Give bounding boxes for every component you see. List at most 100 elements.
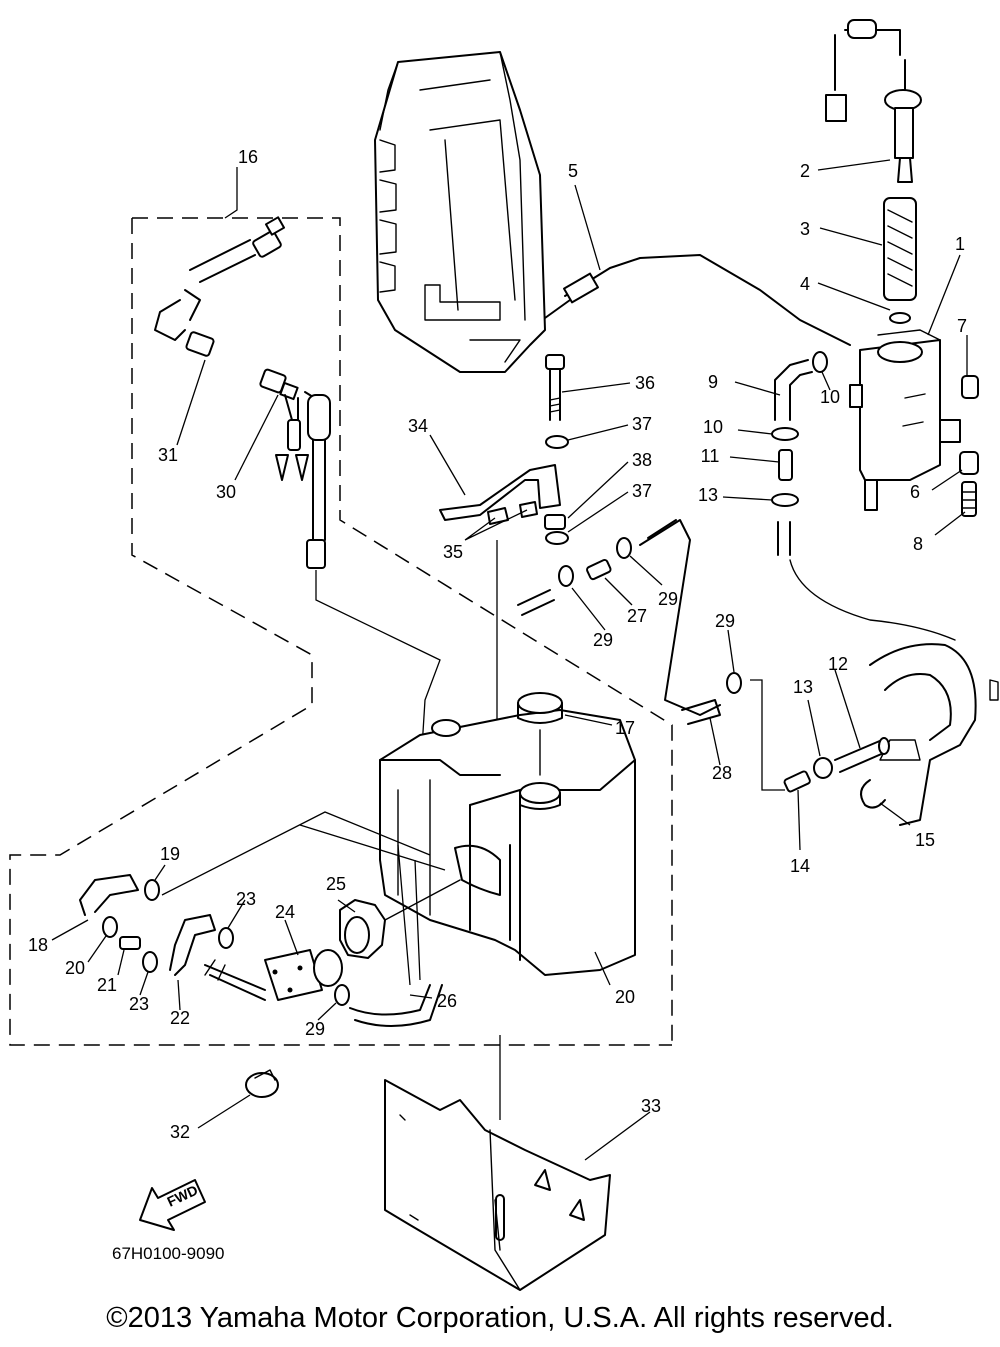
callout-10-left: 10 [703, 417, 723, 437]
clamp-29-upper [616, 537, 632, 559]
callout-8: 8 [913, 534, 923, 554]
callout-6: 6 [910, 482, 920, 502]
washer-37-upper [545, 435, 569, 449]
oil-pump-24 [204, 949, 343, 1001]
callout-29-a: 29 [658, 589, 678, 609]
callout-37-upper: 37 [632, 414, 652, 434]
wire-harness-31 [154, 216, 286, 357]
clamp-10-upper [812, 351, 828, 373]
callout-19: 18 [28, 935, 48, 955]
bolt-8 [961, 481, 977, 517]
callout-20-upper: 19 [160, 844, 180, 864]
damper-6 [959, 451, 979, 475]
clamp-20-lower [102, 916, 118, 938]
callout-labels: 16 5 2 3 1 4 7 9 10 10 11 13 6 8 36 37 3… [28, 147, 967, 1142]
filter-element-3 [883, 197, 917, 301]
hose-5 [544, 254, 851, 346]
washer-37-lower [545, 531, 569, 545]
air-silencer [374, 51, 546, 373]
callout-24: 24 [275, 902, 295, 922]
o-ring-4 [889, 312, 911, 324]
callout-12: 12 [828, 654, 848, 674]
callout-21: 21 [97, 975, 117, 995]
clamp-29-right [726, 672, 742, 694]
callout-34: 34 [408, 416, 428, 436]
hose-12 [834, 737, 890, 773]
vapor-separator-1 [849, 329, 961, 511]
callout-28: 28 [712, 763, 732, 783]
clamp-23-lower [142, 951, 158, 973]
clamp-32 [245, 1069, 279, 1098]
grommet-35 [487, 501, 538, 525]
joint-21 [119, 936, 141, 950]
callout-30: 30 [216, 482, 236, 502]
callout-31: 31 [158, 445, 178, 465]
callout-20-lower: 20 [65, 958, 85, 978]
leader-lines [51, 159, 968, 1161]
collar-38 [544, 514, 566, 530]
band-34 [439, 464, 561, 521]
bracket-33 [384, 1079, 611, 1291]
sensor-assembly-outline [9, 217, 673, 1046]
grommet-7 [961, 375, 979, 399]
callout-13-upper: 13 [698, 485, 718, 505]
callout-18: 17 [615, 718, 635, 738]
callout-23-upper: 23 [236, 889, 256, 909]
hose-link-line-2 [397, 844, 421, 986]
callout-14: 14 [790, 856, 810, 876]
callout-7: 7 [957, 316, 967, 336]
carburetor-body [869, 643, 999, 826]
callout-25: 25 [326, 874, 346, 894]
callout-15: 15 [915, 830, 935, 850]
hose-26 [349, 984, 443, 1027]
callout-4: 4 [800, 274, 810, 294]
callout-2: 2 [800, 161, 810, 181]
hose-9 [774, 359, 813, 421]
fwd-arrow-icon: FWD [139, 1179, 206, 1231]
clamp-20-upper [144, 879, 160, 901]
callout-32: 32 [170, 1122, 190, 1142]
hose-to-carb [777, 521, 956, 641]
callout-33: 33 [641, 1096, 661, 1116]
clamp-13-lower [813, 757, 833, 779]
hose-link-line [161, 811, 446, 896]
clamp-23-upper [218, 927, 234, 949]
bolt-36 [545, 354, 565, 421]
hose-22 [169, 914, 216, 976]
clamp-13-upper [771, 493, 799, 507]
callout-3: 3 [800, 219, 810, 239]
callout-13-lower: 13 [793, 677, 813, 697]
callout-36: 36 [635, 373, 655, 393]
callout-37-lower: 37 [632, 481, 652, 501]
callout-17: 20 [615, 987, 635, 1007]
hose-28 [639, 519, 721, 725]
clip-15 [860, 779, 886, 809]
sensor-lead-path [315, 570, 441, 781]
hose-19 [79, 874, 139, 916]
callout-9: 9 [708, 372, 718, 392]
hose-short-mid [517, 589, 555, 616]
diagram-code: 67H0100-9090 [112, 1244, 224, 1263]
callout-29-c: 29 [715, 611, 735, 631]
callout-22: 22 [170, 1008, 190, 1028]
callout-11: 11 [701, 446, 720, 466]
callout-16: 16 [238, 147, 258, 167]
callout-38: 38 [632, 450, 652, 470]
sensor-lead-2 [825, 19, 922, 183]
callout-26: 26 [437, 991, 457, 1011]
sensor-30 [259, 368, 331, 569]
bracket-line-14 [750, 679, 785, 791]
callout-1: 1 [955, 234, 965, 254]
oil-tank-17 [379, 709, 636, 976]
clamp-29-lower [334, 984, 350, 1006]
tank-cap-18 [517, 692, 563, 810]
callout-27: 27 [627, 606, 647, 626]
clamp-29-mid [558, 565, 574, 587]
callout-23-lower: 23 [129, 994, 149, 1014]
callout-35: 35 [443, 542, 463, 562]
callout-5: 5 [568, 161, 578, 181]
copyright-notice: ©2013 Yamaha Motor Corporation, U.S.A. A… [106, 1302, 894, 1334]
joint-14 [783, 770, 811, 793]
joint-11 [778, 449, 793, 481]
